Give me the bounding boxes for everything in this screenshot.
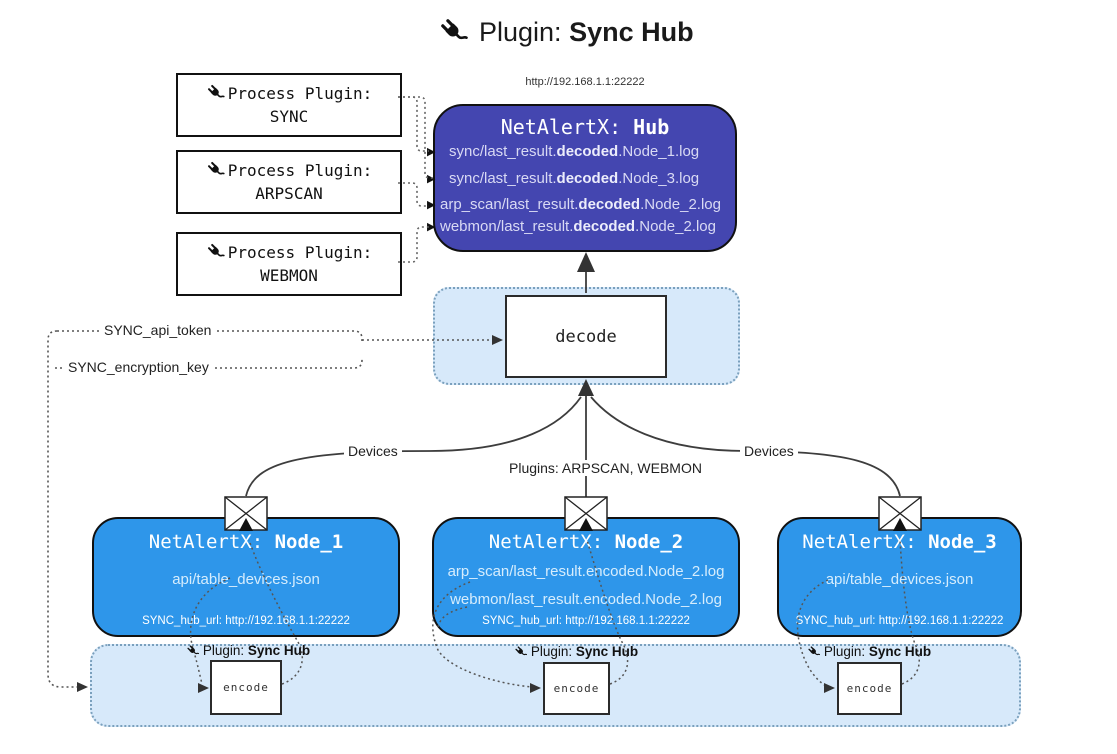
process-plugin-box-webmon: Process Plugin: WEBMON bbox=[176, 232, 402, 296]
encode-plugin-text: Plugin: Sync Hub bbox=[203, 643, 310, 658]
encode-box-1: encode bbox=[210, 660, 282, 715]
node-hub-url: SYNC_hub_url: http://192.168.1.1:22222 bbox=[795, 615, 1004, 627]
process-plugin-name: SYNC bbox=[269, 107, 309, 126]
hub-title: NetAlertX: Hub bbox=[435, 115, 735, 139]
page-title-text: Plugin: Sync Hub bbox=[479, 17, 694, 48]
process-plugin-label: Process Plugin: bbox=[227, 160, 373, 180]
node-box-1: NetAlertX: Node_1 api/table_devices.json… bbox=[92, 517, 400, 637]
encode-plugin-prefix: Plugin: bbox=[202, 643, 248, 658]
node-box-2: NetAlertX: Node_2 arp_scan/last_result.e… bbox=[432, 517, 740, 637]
edge-label-devices-right: Devices bbox=[740, 443, 798, 459]
encode-plugin-text: Plugin: Sync Hub bbox=[824, 644, 931, 659]
log-post: .Node_2.log bbox=[635, 218, 716, 235]
encode-plugin-prefix: Plugin: bbox=[530, 644, 576, 659]
node-title-bold: Node_2 bbox=[614, 531, 684, 553]
log-bold: decoded bbox=[556, 170, 619, 187]
node-file: webmon/last_result.encoded.Node_2.log bbox=[450, 591, 722, 608]
node-title-prefix: NetAlertX: bbox=[488, 531, 615, 553]
log-bold: decoded bbox=[556, 143, 619, 160]
log-pre: arp_scan/last_result. bbox=[440, 196, 579, 213]
node-title: NetAlertX: Node_3 bbox=[779, 531, 1020, 553]
process-plugin-line: Process Plugin: bbox=[206, 159, 373, 182]
hub-box: NetAlertX: Hub ▶sync/last_result.decoded… bbox=[427, 104, 737, 252]
encode-plugin-text: Plugin: Sync Hub bbox=[531, 644, 638, 659]
node-title-prefix: NetAlertX: bbox=[802, 531, 929, 553]
log-bold: decoded bbox=[573, 218, 636, 235]
encode-plugin-label-1: Plugin: Sync Hub bbox=[186, 643, 310, 658]
process-plugin-name: ARPSCAN bbox=[255, 184, 323, 203]
arrowhead-icon: ▶ bbox=[427, 221, 436, 233]
plug-icon bbox=[514, 645, 528, 659]
node-file: api/table_devices.json bbox=[825, 571, 974, 588]
process-plugin-label: Process Plugin: bbox=[227, 83, 373, 103]
encode-plugin-prefix: Plugin: bbox=[823, 644, 869, 659]
hub-title-bold: Hub bbox=[633, 115, 670, 139]
arrowhead-icon: ▶ bbox=[427, 199, 436, 211]
node-title-bold: Node_1 bbox=[274, 531, 344, 553]
sync-encryption-key-label: SYNC_encryption_key bbox=[64, 359, 213, 375]
process-plugin-line: Process Plugin: bbox=[206, 82, 373, 105]
encode-plugin-label-2: Plugin: Sync Hub bbox=[514, 644, 638, 659]
node-title: NetAlertX: Node_2 bbox=[434, 531, 738, 553]
plug-icon bbox=[438, 16, 470, 48]
page-title-bold: Sync Hub bbox=[569, 16, 694, 47]
arrowhead-icon: ▶ bbox=[427, 146, 436, 158]
node-title-bold: Node_3 bbox=[928, 531, 997, 553]
process-plugin-line: Process Plugin: bbox=[206, 241, 373, 264]
node-file: api/table_devices.json bbox=[172, 571, 320, 588]
process-plugin-label: Process Plugin: bbox=[227, 242, 373, 262]
encode-plugin-bold: Sync Hub bbox=[575, 644, 639, 659]
hub-log-line: ▶ arp_scan/last_result.decoded.Node_2.log bbox=[427, 196, 729, 216]
page-title: Plugin: Sync Hub bbox=[438, 16, 694, 48]
process-plugin-box-sync: Process Plugin: SYNC bbox=[176, 73, 402, 137]
log-post: .Node_2.log bbox=[640, 196, 721, 213]
node-file: arp_scan/last_result.encoded.Node_2.log bbox=[447, 563, 725, 580]
plug-icon bbox=[206, 242, 226, 262]
plug-icon bbox=[206, 160, 226, 180]
log-pre: sync/last_result. bbox=[449, 143, 557, 160]
plug-icon bbox=[807, 645, 821, 659]
log-post: .Node_3.log bbox=[618, 170, 700, 187]
log-pre: sync/last_result. bbox=[449, 170, 557, 187]
hub-log-line: ▶ sync/last_result.decoded.Node_3.log bbox=[427, 170, 729, 190]
encode-box-3: encode bbox=[837, 662, 902, 715]
hub-title-prefix: NetAlertX: bbox=[500, 115, 634, 139]
plug-icon bbox=[186, 644, 200, 658]
encode-plugin-bold: Sync Hub bbox=[868, 644, 932, 659]
encode-plugin-bold: Sync Hub bbox=[247, 643, 311, 658]
encode-plugin-label-3: Plugin: Sync Hub bbox=[807, 644, 931, 659]
log-pre: webmon/last_result. bbox=[440, 218, 574, 235]
page-title-prefix: Plugin: bbox=[479, 16, 570, 47]
arrowhead-icon: ▶ bbox=[427, 173, 436, 185]
hub-url: http://192.168.1.1:22222 bbox=[525, 76, 645, 88]
edge-label-plugins: Plugins: ARPSCAN, WEBMON bbox=[505, 460, 706, 476]
log-post: .Node_1.log bbox=[618, 143, 700, 160]
arrowhead-to-hub bbox=[577, 252, 595, 272]
node-hub-url: SYNC_hub_url: http://192.168.1.1:22222 bbox=[482, 615, 690, 627]
encode-box-2: encode bbox=[543, 662, 610, 715]
log-bold: decoded bbox=[578, 196, 641, 213]
node-box-3: NetAlertX: Node_3 api/table_devices.json… bbox=[777, 517, 1022, 637]
hub-log-line: ▶ webmon/last_result.decoded.Node_2.log bbox=[427, 218, 729, 238]
edge-label-devices-left: Devices bbox=[344, 443, 402, 459]
node-hub-url: SYNC_hub_url: http://192.168.1.1:22222 bbox=[142, 615, 350, 627]
process-plugin-box-arpscan: Process Plugin: ARPSCAN bbox=[176, 150, 402, 214]
process-plugin-name: WEBMON bbox=[260, 266, 318, 285]
node-title-prefix: NetAlertX: bbox=[148, 531, 275, 553]
node-title: NetAlertX: Node_1 bbox=[94, 531, 398, 553]
sync-api-token-label: SYNC_api_token bbox=[100, 322, 216, 338]
hub-log-line: ▶ sync/last_result.decoded.Node_1.log bbox=[427, 143, 729, 163]
arrowhead-to-band bbox=[77, 682, 88, 692]
decode-box: decode bbox=[505, 295, 667, 378]
plug-icon bbox=[206, 83, 226, 103]
